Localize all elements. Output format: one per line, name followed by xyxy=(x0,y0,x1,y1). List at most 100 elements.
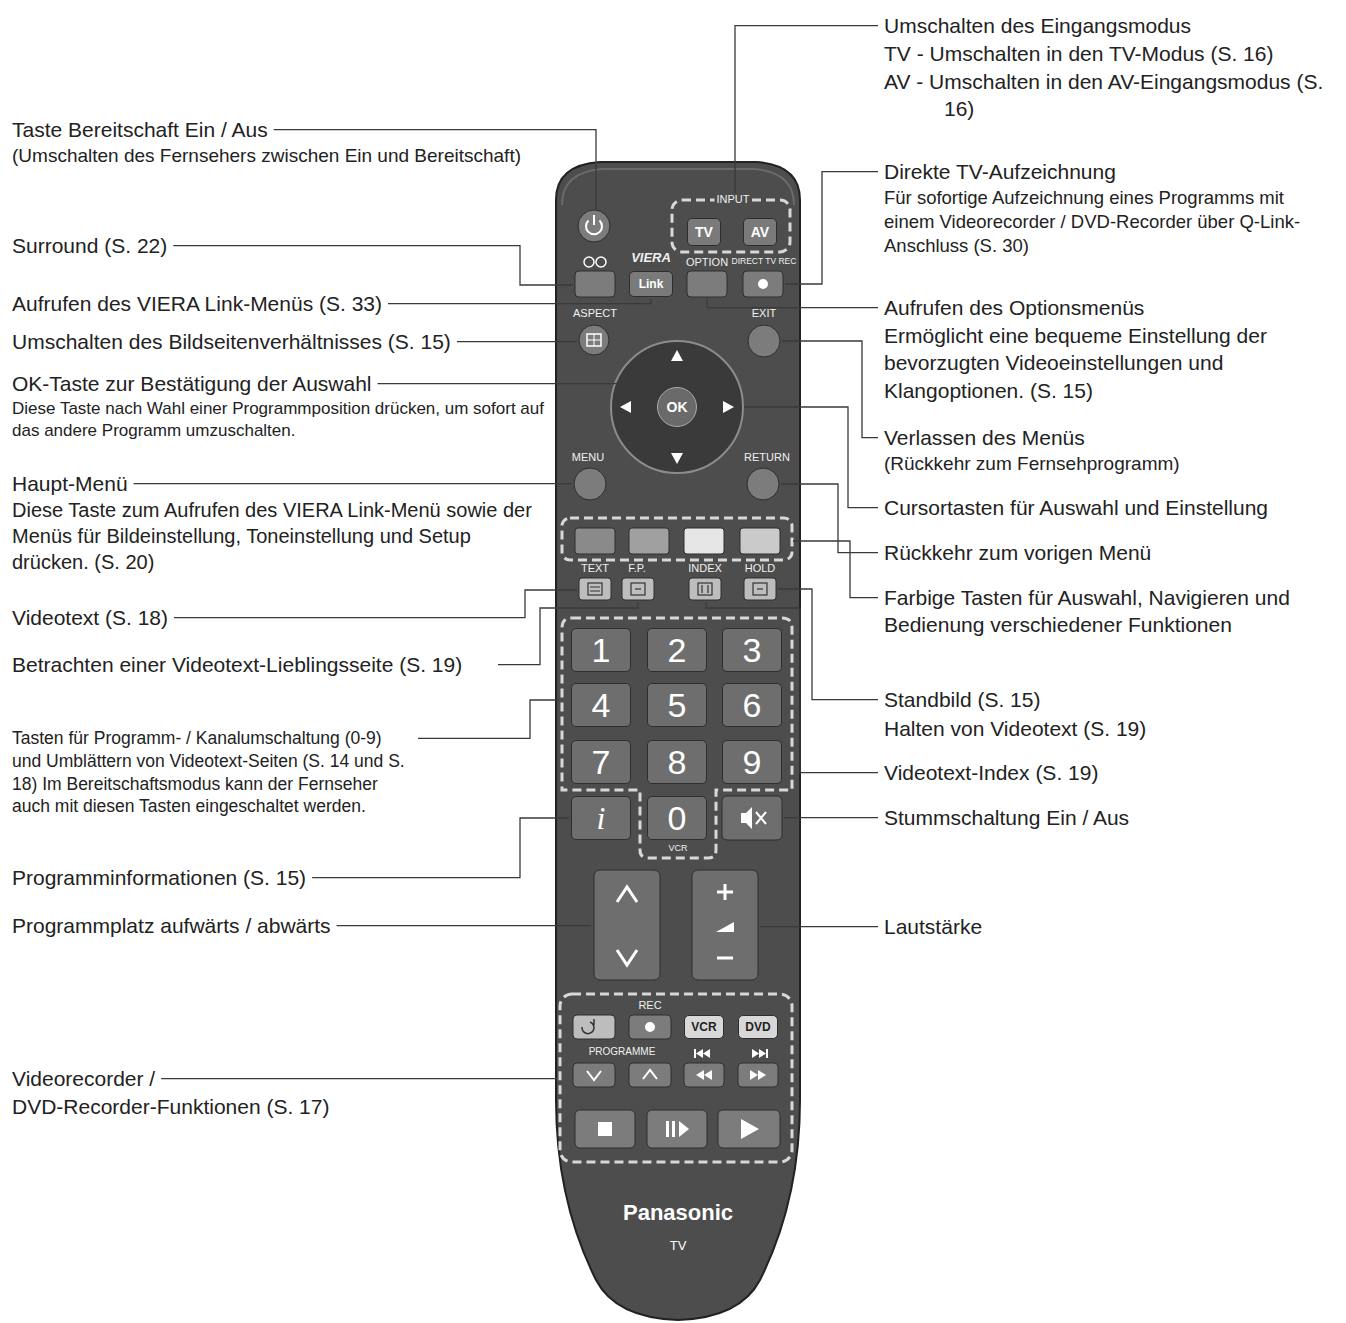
leader-line xyxy=(735,26,878,199)
button-label: 4 xyxy=(592,688,611,722)
callout-text: Standbild (S. 15) xyxy=(884,686,1040,713)
button-label: VCR xyxy=(691,1021,716,1033)
remote-body xyxy=(556,162,800,1320)
remote-button: 6 xyxy=(722,683,782,727)
callout-text: Aufrufen des Optionsmenüs xyxy=(884,294,1144,321)
remote-button: 8 xyxy=(647,740,707,784)
button-label: 0 xyxy=(668,801,687,835)
button-label: Link xyxy=(639,278,664,290)
button-label: AV xyxy=(751,225,769,239)
button-label: 6 xyxy=(743,688,762,722)
button-caption: ASPECT xyxy=(571,307,619,320)
leader-line xyxy=(785,172,878,284)
remote-button: AV xyxy=(743,218,777,246)
leader-line xyxy=(174,590,577,618)
button-shapes xyxy=(573,210,783,1148)
small-button-icons xyxy=(588,583,767,595)
callout-text: DVD-Recorder-Funktionen (S. 17) xyxy=(12,1093,329,1120)
button-caption: DIRECT TV REC xyxy=(730,257,799,267)
leader-line xyxy=(388,299,651,304)
remote-button: 7 xyxy=(571,740,631,784)
remote-button: OK xyxy=(657,387,697,427)
callout-text: Videorecorder / xyxy=(12,1065,155,1092)
leader-line xyxy=(173,246,573,285)
leader-line xyxy=(418,700,559,738)
callout-text: Umschalten des Bildseitenverhältnisses (… xyxy=(12,328,451,355)
remote-button: i xyxy=(571,796,631,840)
leader-line xyxy=(457,341,577,342)
callout-text: Verlassen des Menüs xyxy=(884,424,1085,451)
button-caption: VIERA xyxy=(629,251,673,266)
button-caption: REC xyxy=(636,999,663,1012)
button-label: 3 xyxy=(743,633,762,667)
callout-text: Direkte TV-Aufzeichnung xyxy=(884,158,1116,185)
callout-text: Surround (S. 22) xyxy=(12,232,167,259)
button-caption: INDEX xyxy=(686,562,724,575)
callout-text: Halten von Videotext (S. 19) xyxy=(884,715,1146,742)
leader-line xyxy=(781,484,878,553)
callout-text: Umschalten des Eingangsmodus xyxy=(884,12,1191,39)
callout-text: (Rückkehr zum Fernsehprogramm) xyxy=(884,452,1180,477)
button-caption: EXIT xyxy=(750,307,778,320)
leader-line xyxy=(274,130,596,209)
remote-button: TV xyxy=(687,218,721,246)
button-caption: RETURN xyxy=(742,451,792,464)
remote-button: Link xyxy=(629,271,673,297)
leader-line xyxy=(782,341,878,438)
button-label: 7 xyxy=(592,745,611,779)
callout-text: Cursortasten für Auswahl und Einstellung xyxy=(884,494,1268,521)
leader-line xyxy=(378,384,661,396)
button-caption: TEXT xyxy=(579,562,611,575)
leader-line xyxy=(707,299,878,308)
remote-button: 5 xyxy=(647,683,707,727)
remote-button: VCR xyxy=(684,1015,724,1039)
callout-text: Stummschaltung Ein / Aus xyxy=(884,804,1129,831)
button-caption: INPUT xyxy=(715,193,752,206)
remote-button: 2 xyxy=(647,628,707,672)
callout-text: Programminformationen (S. 15) xyxy=(12,864,306,891)
callout-text: Haupt-Menü xyxy=(12,470,128,497)
remote-button: 3 xyxy=(722,628,782,672)
leader-line xyxy=(760,926,878,927)
button-label: DVD xyxy=(745,1021,770,1033)
callout-text: Tasten für Programm- / Kanalumschaltung … xyxy=(12,727,412,818)
leader-line xyxy=(312,818,569,878)
remote-button: 4 xyxy=(571,683,631,727)
button-caption: HOLD xyxy=(743,562,778,575)
remote-button: 1 xyxy=(571,628,631,672)
callout-text: Videotext-Index (S. 19) xyxy=(884,759,1098,786)
callout-text: Ermöglicht eine bequeme Einstellung der … xyxy=(884,322,1334,404)
brand-text: TV xyxy=(556,1238,800,1254)
leader-line xyxy=(778,589,878,700)
callout-text: (Umschalten des Fernsehers zwischen Ein … xyxy=(12,144,522,169)
callout-text: Diese Taste zum Aufrufen des VIERA Link-… xyxy=(12,497,537,575)
callout-text: Farbige Tasten für Auswahl, Navigieren u… xyxy=(884,584,1334,639)
callout-text: Betrachten einer Videotext-Lieblingsseit… xyxy=(12,651,492,678)
callout-text: AV - Umschalten in den AV-Eingangsmodus … xyxy=(884,68,1334,123)
leader-line xyxy=(784,817,878,818)
callout-text: Aufrufen des VIERA Link-Menüs (S. 33) xyxy=(12,290,382,317)
button-label: 1 xyxy=(592,633,611,667)
button-label: TV xyxy=(695,225,713,239)
leader-line xyxy=(134,483,572,484)
button-caption: PROGRAMME xyxy=(587,1046,658,1058)
button-label: OK xyxy=(667,400,688,414)
leader-line xyxy=(337,925,591,926)
callout-text: Programmplatz aufwärts / abwärts xyxy=(12,912,331,939)
remote-button: 9 xyxy=(722,740,782,784)
brand-text: Panasonic xyxy=(556,1200,800,1226)
remote-button: 0 xyxy=(647,796,707,840)
button-label: 2 xyxy=(668,633,687,667)
button-label: 9 xyxy=(743,745,762,779)
button-label: 5 xyxy=(668,688,687,722)
button-caption: MENU xyxy=(570,451,606,464)
callout-text: Lautstärke xyxy=(884,913,982,940)
callout-text: Für sofortige Aufzeichnung eines Program… xyxy=(884,186,1334,258)
callout-text: Videotext (S. 18) xyxy=(12,604,168,631)
dashed-groups xyxy=(560,200,792,1162)
remote-control: PanasonicTVTVAVLinkOK123456789i0VCRDVD xyxy=(556,160,800,1320)
button-caption: VCR xyxy=(666,843,689,853)
button-caption: OPTION xyxy=(684,256,730,269)
button-caption: F.P. xyxy=(626,562,648,575)
callout-text: TV - Umschalten in den TV-Modus (S. 16) xyxy=(884,40,1273,67)
